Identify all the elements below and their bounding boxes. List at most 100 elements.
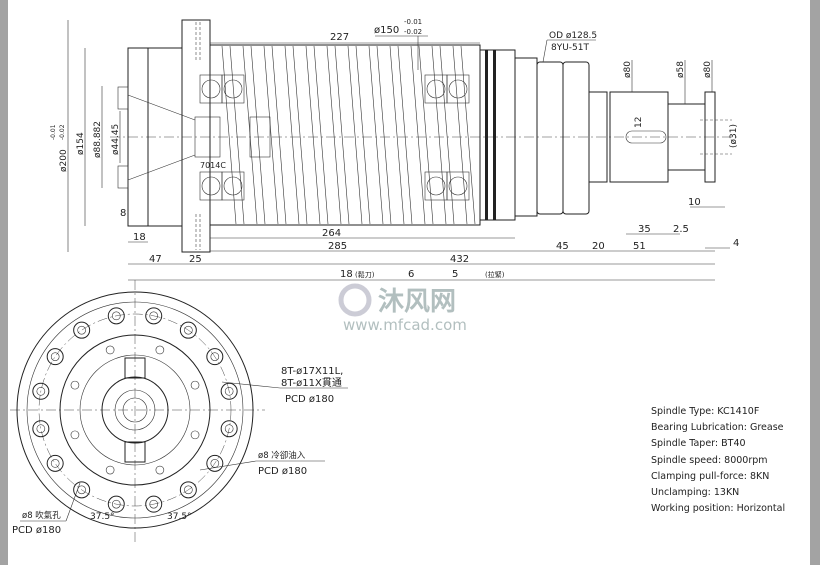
inner-hole xyxy=(190,380,200,390)
dim-432: 432 xyxy=(450,254,469,265)
bolt-hole xyxy=(46,454,64,472)
coolant-note: ø8 冷卻油入 xyxy=(258,450,306,461)
helical-grooves xyxy=(221,45,476,225)
dim-d154: ø154 xyxy=(76,132,86,155)
bolt-hole xyxy=(50,352,60,361)
front-bearings xyxy=(199,74,245,201)
spindle-bore xyxy=(101,376,169,444)
pcd-label-1: PCD ø180 xyxy=(285,394,334,405)
side-view xyxy=(110,19,740,253)
bolt-hole xyxy=(206,454,224,472)
dim-227: 227 xyxy=(330,32,349,43)
groove xyxy=(305,45,329,225)
bolt-hole xyxy=(77,325,86,335)
groove xyxy=(389,45,413,225)
spindle-housing xyxy=(209,44,481,226)
groove xyxy=(368,45,392,225)
spec-position: Working position: Horizontal xyxy=(651,503,786,515)
bolt-holes xyxy=(32,307,238,513)
side-dimensions: 227 ø150 -0.01 -0.02 OD ø128.5 8YU-51T ø… xyxy=(50,18,739,281)
rotary-seal xyxy=(536,61,564,215)
spec-type: Spindle Type: KC1410F xyxy=(651,406,760,417)
dim-285: 285 xyxy=(328,241,347,252)
bolt-hole xyxy=(206,348,224,366)
tol-lower: -0.02 xyxy=(59,124,66,140)
outer-flange-circle xyxy=(16,291,254,529)
drive-key-top xyxy=(124,357,146,379)
bolt-hole xyxy=(220,382,238,400)
dim-6: 6 xyxy=(408,269,414,280)
watermark-url: www.mfcad.com xyxy=(343,316,467,334)
watermark: 沐风网 www.mfcad.com xyxy=(338,283,467,334)
inner-hole xyxy=(105,345,115,355)
keyway xyxy=(625,130,667,144)
bolt-hole xyxy=(107,307,125,325)
tol-lower: -0.02 xyxy=(404,28,422,36)
spec-list: Spindle Type: KC1410F Bearing Lubricatio… xyxy=(651,404,785,517)
groove xyxy=(263,45,287,225)
bolt-hole xyxy=(73,321,91,339)
groove xyxy=(326,45,350,225)
spec-unclamping: Unclamping: 13KN xyxy=(651,487,740,499)
dim-35: 35 xyxy=(638,224,651,235)
angle-2: 37.5° xyxy=(167,512,192,522)
bolt-hole xyxy=(32,382,50,400)
bolt-hole xyxy=(46,348,64,366)
angle-1: 37.5° xyxy=(90,512,115,522)
bolt-hole xyxy=(149,311,159,321)
inner-hole xyxy=(155,345,165,355)
dim-51: 51 xyxy=(633,241,646,252)
pcd-circle xyxy=(38,313,232,507)
bearing-label: 7014C xyxy=(200,161,226,170)
spec-taper: Spindle Taper: BT40 xyxy=(651,438,746,450)
bolt-hole xyxy=(145,495,163,513)
pcd-label-2: PCD ø180 xyxy=(258,466,307,477)
bolt-hole xyxy=(50,459,60,468)
bolt-hole xyxy=(220,420,238,438)
groove xyxy=(347,45,371,225)
dim-d80-a: ø80 xyxy=(623,61,633,78)
front-view: 8T-ø17X11L, 8T-ø11X貫通 PCD ø180 ø8 冷卻油入 P… xyxy=(10,280,348,545)
bolt-hole xyxy=(149,499,159,509)
bolt-hole xyxy=(224,424,234,434)
groove xyxy=(452,45,476,225)
dim-4: 4 xyxy=(733,238,739,249)
dim-d58: ø58 xyxy=(676,61,686,78)
dim-d80-b: ø80 xyxy=(703,61,713,78)
rear-bearings xyxy=(424,74,470,201)
dim-d150: ø150 xyxy=(374,25,399,36)
tol-upper: -0.01 xyxy=(404,18,422,26)
hole-note-1: 8T-ø17X11L, xyxy=(281,366,343,377)
dim-10: 10 xyxy=(688,197,701,208)
tol-upper: -0.01 xyxy=(50,124,57,140)
inner-hole xyxy=(105,465,115,475)
groove xyxy=(221,45,245,225)
bolt-hole xyxy=(111,311,121,321)
bolt-hole xyxy=(210,352,220,361)
dim-264: 264 xyxy=(322,228,341,239)
dim-20: 20 xyxy=(592,241,605,252)
seal-label: 8YU-51T xyxy=(551,43,590,53)
drive-key-bottom xyxy=(124,441,146,463)
bolt-hole xyxy=(111,499,121,509)
bolt-hole xyxy=(184,325,193,335)
bolt-hole xyxy=(179,481,197,499)
bolt-hole xyxy=(36,386,46,396)
spindle-drawing: 227 ø150 -0.01 -0.02 OD ø128.5 8YU-51T ø… xyxy=(10,18,740,545)
dim-d31: (ø31) xyxy=(729,124,739,148)
bolt-hole xyxy=(107,495,125,513)
bolt-hole xyxy=(184,485,193,495)
bolt-hole xyxy=(36,424,46,434)
od-label: OD ø128.5 xyxy=(549,31,597,41)
watermark-logo: 沐风网 xyxy=(378,287,456,317)
dim-25: 25 xyxy=(189,254,202,265)
bolt-hole xyxy=(73,481,91,499)
inner-hole xyxy=(70,380,80,390)
pcd-label-3: PCD ø180 xyxy=(12,525,61,536)
bolt-hole xyxy=(179,321,197,339)
bolt-hole xyxy=(32,420,50,438)
groove xyxy=(242,45,266,225)
dim-18-unclamp: 18 xyxy=(340,269,353,280)
spec-lubrication: Bearing Lubrication: Grease xyxy=(651,422,784,434)
groove xyxy=(410,45,434,225)
